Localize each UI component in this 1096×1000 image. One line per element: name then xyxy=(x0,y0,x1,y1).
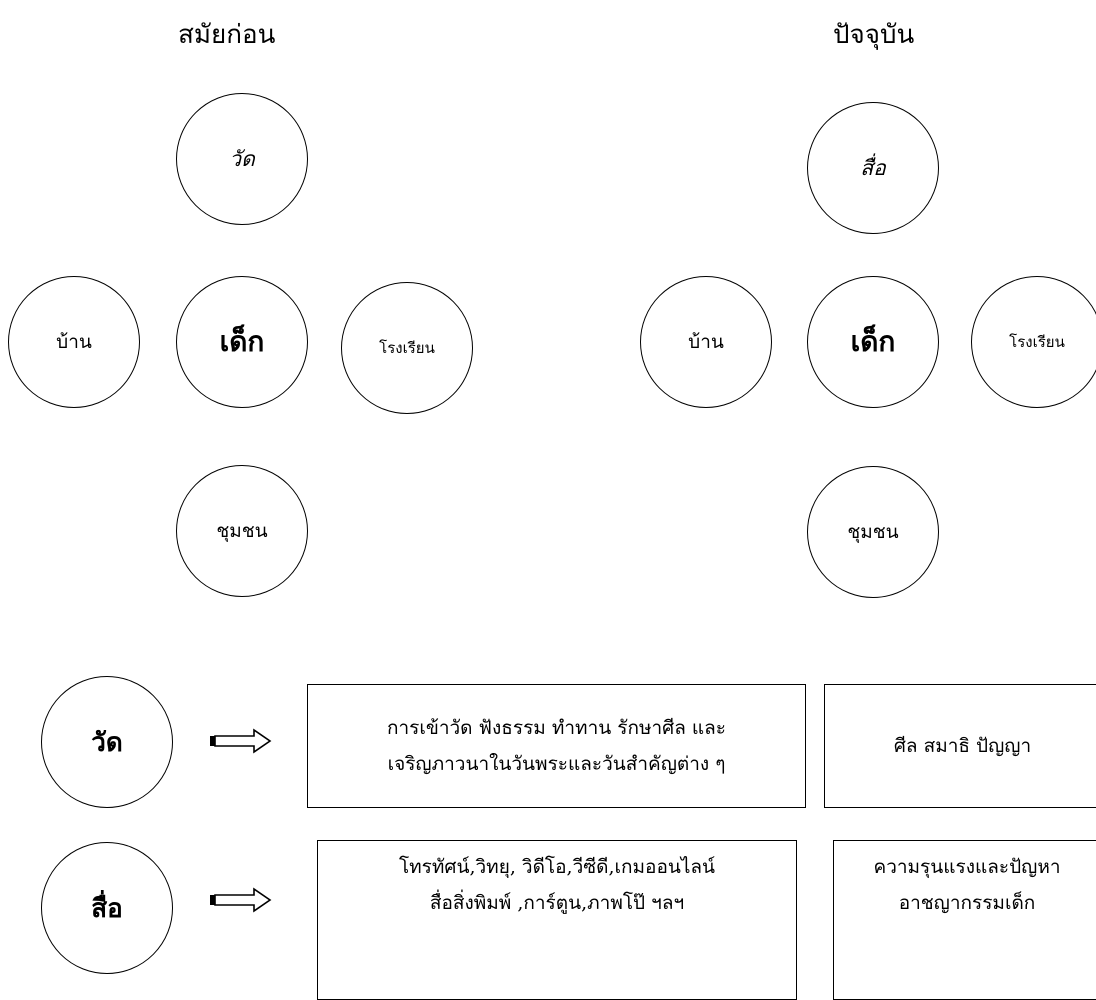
past-circle-home-label: บ้าน xyxy=(56,331,92,353)
past-circle-child: เด็ก xyxy=(176,276,308,408)
present-circle-child: เด็ก xyxy=(807,276,939,408)
row1-result-box: ศีล สมาธิ ปัญญา xyxy=(824,684,1096,808)
present-circle-home: บ้าน xyxy=(640,276,772,408)
row2-activity-box: โทรทัศน์,วิทยุ, วิดีโอ,วีซีดี,เกมออนไลน์… xyxy=(317,840,797,1000)
past-circle-home: บ้าน xyxy=(8,276,140,408)
past-circle-temple: วัด xyxy=(176,93,308,225)
present-circle-school-label: โรงเรียน xyxy=(1009,333,1065,351)
row2-result-line-2: อาชญากรรมเด็ก xyxy=(898,892,1036,914)
present-circle-media: สื่อ xyxy=(807,102,939,234)
heading-past: สมัยก่อน xyxy=(178,20,276,50)
past-circle-child-label: เด็ก xyxy=(219,325,265,358)
past-circle-school-label: โรงเรียน xyxy=(379,339,435,357)
row1-circle-temple-label: วัด xyxy=(91,727,123,758)
row1-activity-line-2: เจริญภาวนาในวันพระและวันสำคัญต่าง ๆ xyxy=(387,753,726,775)
row2-result-box: ความรุนแรงและปัญหา อาชญากรรมเด็ก xyxy=(833,840,1096,1000)
row2-circle-media-label: สื่อ xyxy=(91,893,123,924)
row1-result-line-1: ศีล สมาธิ ปัญญา xyxy=(893,735,1032,757)
row2-arrow-icon xyxy=(210,887,272,913)
heading-present: ปัจจุบัน xyxy=(833,20,915,50)
past-circle-school: โรงเรียน xyxy=(341,282,473,414)
row2-result-line-1: ความรุนแรงและปัญหา xyxy=(873,856,1061,878)
past-circle-community: ชุมชน xyxy=(176,465,308,597)
past-circle-temple-label: วัด xyxy=(229,146,255,171)
present-circle-school: โรงเรียน xyxy=(971,276,1096,408)
past-circle-community-label: ชุมชน xyxy=(216,520,268,542)
row2-activity-line-1: โทรทัศน์,วิทยุ, วิดีโอ,วีซีดี,เกมออนไลน์ xyxy=(398,856,716,878)
row2-circle-media: สื่อ xyxy=(41,842,173,974)
row1-arrow-icon xyxy=(210,728,272,754)
present-circle-child-label: เด็ก xyxy=(850,325,896,358)
row1-activity-box: การเข้าวัด ฟังธรรม ทำทาน รักษาศีล และ เจ… xyxy=(307,684,806,808)
present-circle-community: ชุมชน xyxy=(807,466,939,598)
present-circle-community-label: ชุมชน xyxy=(847,521,899,543)
present-circle-home-label: บ้าน xyxy=(688,331,724,353)
row2-activity-line-2: สื่อสิ่งพิมพ์ ,การ์ตูน,ภาพโป๊ ฯลฯ xyxy=(429,892,685,914)
row1-activity-line-1: การเข้าวัด ฟังธรรม ทำทาน รักษาศีล และ xyxy=(386,717,727,739)
present-circle-media-label: สื่อ xyxy=(860,155,886,180)
row1-circle-temple: วัด xyxy=(41,676,173,808)
